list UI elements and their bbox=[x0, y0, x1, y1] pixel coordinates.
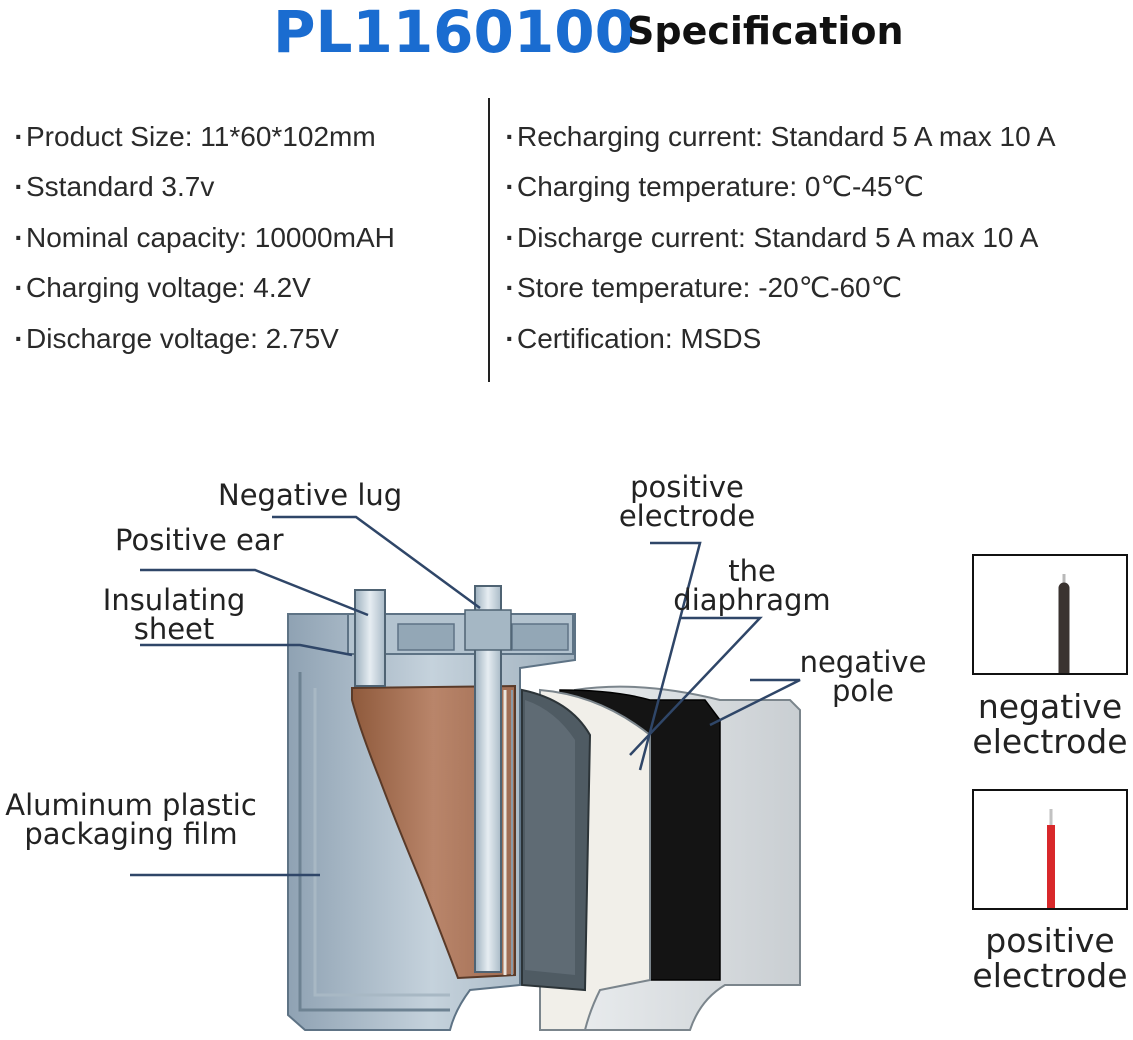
bullet-icon: · bbox=[505, 322, 515, 354]
spec-item: ·Recharging current: Standard 5 A max 10… bbox=[503, 118, 1056, 168]
positive-electrode-highlight bbox=[525, 700, 575, 975]
case-lid-slot bbox=[397, 623, 455, 651]
case-inner-frame bbox=[298, 672, 450, 1012]
spec-text: Recharging current: Standard 5 A max 10 … bbox=[517, 121, 1056, 152]
spec-item: ·Discharge current: Standard 5 A max 10 … bbox=[503, 219, 1056, 269]
label-negative-lug: Negative lug bbox=[218, 478, 403, 512]
spec-list-left: ·Product Size: 11*60*102mm ·Sstandard 3.… bbox=[12, 118, 395, 370]
bullet-icon: · bbox=[505, 272, 515, 304]
spec-item: ·Discharge voltage: 2.75V bbox=[12, 320, 395, 370]
bullet-icon: · bbox=[14, 171, 24, 203]
leader-line bbox=[638, 541, 702, 771]
spec-text: Sstandard 3.7v bbox=[26, 171, 215, 203]
bullet-icon: · bbox=[505, 121, 515, 152]
spec-text: Certification: MSDS bbox=[517, 322, 762, 354]
leader-line bbox=[140, 643, 353, 657]
battery-structure-diagram bbox=[130, 515, 801, 1031]
spec-item: ·Product Size: 11*60*102mm bbox=[12, 118, 395, 168]
spec-list-right: ·Recharging current: Standard 5 A max 10… bbox=[503, 118, 1056, 370]
negative-wire-swatch bbox=[972, 554, 1128, 679]
spec-text: Nominal capacity: 10000mAH bbox=[26, 221, 395, 253]
spec-item: ·Nominal capacity: 10000mAH bbox=[12, 219, 395, 269]
negative-wire-icon bbox=[1058, 574, 1070, 679]
label-positive-ear: Positive ear bbox=[115, 523, 284, 557]
spec-item: ·Certification: MSDS bbox=[503, 320, 1056, 370]
case-inner-frame bbox=[313, 688, 450, 997]
positive-wire-icon bbox=[1047, 809, 1055, 908]
header: PL1160100 Specification bbox=[0, 0, 1133, 70]
bullet-icon: · bbox=[14, 221, 24, 253]
spec-text: Discharge voltage: 2.75V bbox=[26, 322, 339, 354]
bullet-icon: · bbox=[505, 221, 515, 253]
model-number: PL1160100 bbox=[273, 0, 635, 66]
leader-line bbox=[140, 568, 369, 617]
spec-item: ·Charging voltage: 4.2V bbox=[12, 269, 395, 319]
spec-item: ·Charging temperature: 0℃-45℃ bbox=[503, 168, 1056, 218]
positive-wire-swatch bbox=[972, 789, 1128, 910]
spec-item: ·Sstandard 3.7v bbox=[12, 168, 395, 218]
spec-text: Charging voltage: 4.2V bbox=[26, 272, 311, 304]
spec-text: Charging temperature: 0℃-45℃ bbox=[517, 171, 924, 203]
lug-collar bbox=[464, 609, 512, 651]
spec-item: ·Store temperature: -20℃-60℃ bbox=[503, 269, 1056, 319]
bullet-icon: · bbox=[505, 171, 515, 203]
spec-text: Product Size: 11*60*102mm bbox=[26, 121, 376, 152]
spec-text: Discharge current: Standard 5 A max 10 A bbox=[517, 221, 1039, 253]
leader-lines bbox=[130, 515, 801, 877]
bullet-icon: · bbox=[14, 121, 24, 152]
leader-line bbox=[709, 678, 801, 727]
column-divider bbox=[488, 98, 490, 382]
page-title: Specification bbox=[627, 9, 904, 53]
leader-line bbox=[272, 515, 481, 610]
bullet-icon: · bbox=[14, 272, 24, 304]
spec-text: Store temperature: -20℃-60℃ bbox=[517, 272, 903, 304]
leader-line bbox=[629, 616, 763, 756]
positive-ear-tab bbox=[354, 589, 386, 687]
bullet-icon: · bbox=[14, 322, 24, 354]
case-lid-slot bbox=[511, 623, 569, 651]
